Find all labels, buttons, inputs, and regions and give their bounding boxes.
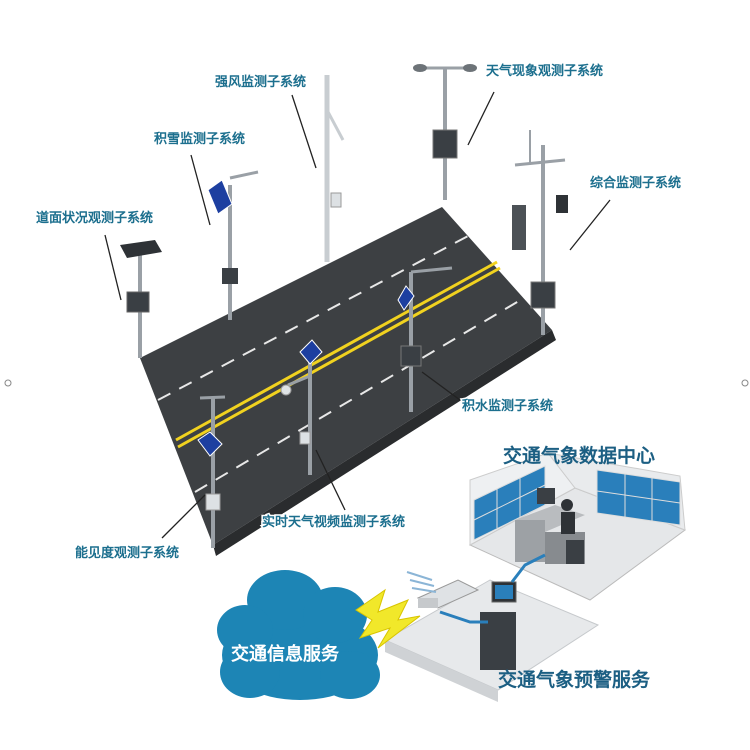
right-edge-dot (741, 379, 749, 387)
water-station (397, 266, 453, 412)
label-wind-monitoring: 强风监测子系统 (215, 74, 306, 90)
label-water-monitoring: 积水监测子系统 (462, 398, 553, 414)
snow-station (207, 170, 259, 320)
video-station (280, 339, 323, 475)
label-warning-service: 交通气象预警服务 (498, 668, 651, 691)
data-center-room (468, 452, 687, 601)
label-road-surface: 道面状况观测子系统 (36, 210, 153, 226)
road-surface-station (120, 240, 162, 358)
label-weather-phenomenon: 天气现象观测子系统 (486, 63, 603, 79)
visibility-station (197, 395, 226, 548)
label-comprehensive-monitoring: 综合监测子系统 (590, 175, 681, 191)
highway-road (140, 207, 556, 556)
label-data-center: 交通气象数据中心 (503, 444, 655, 467)
label-video-monitoring: 实时天气视频监测子系统 (262, 514, 405, 530)
cloud-shape (217, 570, 380, 700)
weather-phenomenon-station (413, 64, 477, 200)
comprehensive-station (512, 130, 568, 335)
wind-station (324, 75, 345, 262)
left-edge-dot (4, 379, 12, 387)
label-snow-monitoring: 积雪监测子系统 (154, 131, 245, 147)
warning-service-platform (383, 553, 600, 702)
leader-lines (104, 91, 611, 539)
label-info-service: 交通信息服务 (231, 643, 340, 665)
lightning-icon (355, 588, 421, 649)
label-visibility: 能见度观测子系统 (75, 545, 179, 561)
